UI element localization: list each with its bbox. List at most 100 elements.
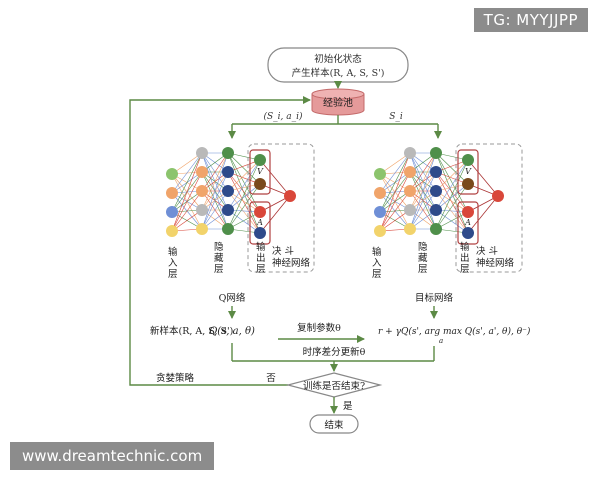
network-edge bbox=[409, 190, 437, 230]
hidden-layer-char: 隐 bbox=[418, 241, 428, 253]
hidden-node bbox=[196, 223, 208, 235]
network-edge bbox=[201, 152, 229, 192]
network-edge bbox=[379, 152, 411, 194]
network-edge bbox=[409, 152, 437, 192]
left-layer-labels: 输 入 层 隐 藏 层 输 出 层 决 斗 神经网络 bbox=[168, 241, 311, 280]
output-layer-char: 出 bbox=[256, 252, 266, 264]
copy-params-label: 复制参数θ bbox=[297, 322, 341, 334]
network-edge bbox=[409, 171, 437, 230]
watermark-bottom: www.dreamtechnic.com bbox=[10, 442, 215, 470]
duel-network-box bbox=[455, 143, 523, 273]
network-edge bbox=[227, 152, 261, 234]
input-layer-char: 层 bbox=[372, 269, 382, 280]
network-edge bbox=[171, 209, 203, 232]
network-edge bbox=[171, 171, 203, 232]
network-edge bbox=[435, 183, 469, 211]
hidden-layer-char: 层 bbox=[214, 264, 224, 275]
output-node bbox=[462, 227, 474, 239]
network-edge bbox=[435, 190, 469, 234]
output-layer-char: 输 bbox=[460, 241, 470, 253]
output-node bbox=[462, 178, 474, 190]
advantage-stream-box bbox=[249, 201, 271, 245]
hidden-node bbox=[222, 147, 234, 159]
network-edge bbox=[435, 171, 469, 213]
hidden-node bbox=[430, 147, 442, 159]
input-layer-char: 输 bbox=[372, 246, 382, 258]
watermark-top: TG: MYYJJPP bbox=[473, 8, 588, 32]
network-edge bbox=[435, 152, 469, 234]
input-node bbox=[166, 225, 178, 237]
hidden-node bbox=[222, 223, 234, 235]
hidden-node bbox=[404, 204, 416, 216]
a-node-label: A bbox=[464, 218, 471, 227]
network-edge bbox=[227, 159, 261, 230]
right-layer-labels: 输 入 层 隐 藏 层 输 出 层 决 斗 神经网络 bbox=[372, 241, 515, 280]
network-edge bbox=[379, 152, 411, 213]
network-edge bbox=[227, 171, 261, 213]
hidden-node bbox=[404, 166, 416, 178]
network-edge bbox=[467, 195, 499, 234]
network-edge bbox=[435, 171, 469, 234]
output-layer-char: 层 bbox=[256, 264, 266, 275]
output-layer-char: 层 bbox=[460, 264, 470, 275]
output-node bbox=[254, 227, 266, 239]
decision-label: 训练是否结束? bbox=[303, 380, 365, 392]
network-edge bbox=[379, 171, 411, 232]
input-node bbox=[374, 187, 386, 199]
network-edge bbox=[201, 152, 229, 211]
value-stream-box bbox=[249, 149, 271, 195]
network-edge bbox=[171, 152, 203, 213]
network-edge bbox=[201, 152, 229, 230]
a-node-label: A bbox=[256, 218, 263, 227]
left-branch-label: (S_i, a_i) bbox=[263, 111, 303, 122]
network-edge bbox=[435, 211, 469, 230]
input-node bbox=[374, 225, 386, 237]
input-node bbox=[374, 168, 386, 180]
input-layer-char: 入 bbox=[372, 258, 382, 269]
input-layer-char: 输 bbox=[168, 246, 178, 258]
network-edge bbox=[201, 190, 229, 230]
hidden-node bbox=[430, 223, 442, 235]
init-box-line2: 产生样本(R, A, S, S') bbox=[292, 67, 385, 79]
network-edge bbox=[171, 190, 203, 232]
network-edge bbox=[435, 209, 469, 234]
network-edge bbox=[435, 183, 469, 230]
input-node bbox=[374, 206, 386, 218]
hidden-layer-char: 层 bbox=[418, 264, 428, 275]
hidden-node bbox=[196, 204, 208, 216]
network-edge bbox=[435, 159, 469, 230]
network-edge bbox=[379, 152, 411, 232]
network-edge bbox=[227, 171, 261, 234]
network-edge bbox=[379, 209, 411, 232]
input-node bbox=[166, 168, 178, 180]
network-edge bbox=[409, 152, 437, 211]
end-label: 结束 bbox=[324, 419, 344, 431]
input-node bbox=[166, 206, 178, 218]
feedback-loop-arrow bbox=[129, 96, 311, 386]
hidden-layer-char: 藏 bbox=[214, 252, 224, 264]
hidden-node bbox=[404, 223, 416, 235]
network-edge bbox=[171, 152, 203, 175]
experience-pool: 经验池 bbox=[311, 88, 365, 116]
duel-network-box bbox=[247, 143, 315, 273]
network-edge bbox=[435, 159, 469, 211]
network-edge bbox=[227, 190, 261, 234]
hidden-node bbox=[196, 185, 208, 197]
network-edge bbox=[259, 195, 291, 234]
advantage-stream-box bbox=[457, 201, 479, 245]
target-formula: r + γQ(s', arg max Q(s', a', θ), θ⁻) bbox=[378, 326, 531, 337]
no-label: 否 bbox=[266, 373, 276, 384]
hidden-layer-char: 藏 bbox=[418, 252, 428, 264]
network-edge bbox=[171, 152, 203, 232]
network-edge bbox=[435, 190, 469, 213]
network-edge bbox=[409, 152, 437, 230]
network-edge bbox=[227, 209, 261, 234]
network-edge bbox=[227, 159, 261, 192]
output-node bbox=[254, 178, 266, 190]
network-edge bbox=[227, 190, 261, 213]
q-formula: Q(s, a, θ) bbox=[209, 326, 255, 337]
new-sample-label: 新样本(R, A, S, S') bbox=[150, 325, 233, 337]
output-node bbox=[254, 154, 266, 166]
